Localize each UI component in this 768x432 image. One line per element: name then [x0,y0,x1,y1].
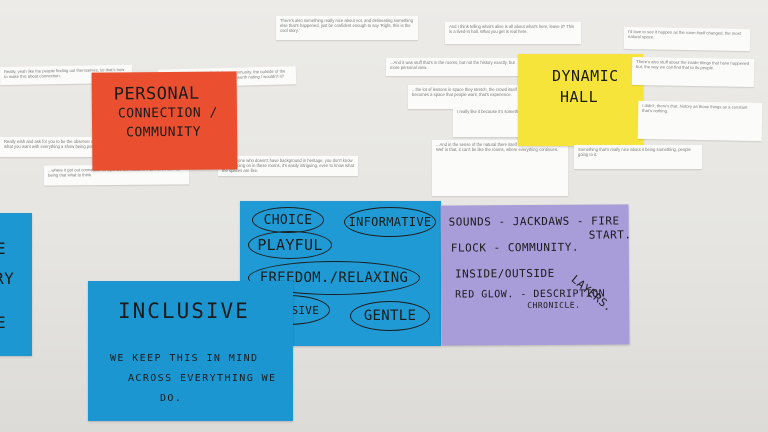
quote-strip: Something that's really nice about it be… [574,145,702,169]
quote-strip: There's also something really nice about… [276,16,418,40]
quality-oval: CHOICE [252,207,324,233]
partial-blue-card: E RY E [0,213,32,356]
sounds-card: SOUNDS - JACKDAWS - FIRE START. FLOCK - … [440,204,632,346]
quote-strip: I'd love to see it happen as the room it… [623,26,751,52]
quote-strip: ...And it was stuff that's in the rooms,… [386,58,526,76]
card-text-line: E [0,313,7,332]
inclusive-card: INCLUSIVE WE KEEP THIS IN MIND ACROSS EV… [88,281,293,421]
quality-oval: GENTLE [350,301,430,331]
card-heading-line: PERSONAL [113,83,200,105]
personal-connection-card: PERSONAL CONNECTION / COMMUNITY [91,71,238,171]
quality-oval: INFORMATIVE [344,207,436,237]
card-text-line: RY [0,269,15,288]
card-heading-line: HALL [560,88,599,106]
card-text-line: RED GLOW. - DESCRIPTION [455,288,606,301]
card-heading-line: CONNECTION / [117,105,218,122]
card-text-line: ACROSS EVERYTHING WE [128,373,277,384]
card-text-line: SOUNDS - JACKDAWS - FIRE [448,214,620,229]
card-heading-line: DYNAMIC [552,67,619,85]
quote-strip: ...And in the sense of the natural there… [432,140,568,196]
quality-oval: PLAYFUL [248,231,332,259]
card-heading-line: COMMUNITY [126,124,202,141]
quote-strip: And I think telling what's alive is all … [445,22,581,44]
quote-strip: Or someone who doesn't have background i… [218,156,358,176]
card-text-line: START. [588,228,632,242]
quote-strip: I didn't, there's that, history as those… [637,100,763,142]
card-title: INCLUSIVE [118,299,250,323]
card-text-line: INSIDE/OUTSIDE [454,266,555,281]
quality-oval: FREEDOM./RELAXING [248,261,420,295]
card-text-line: FLOCK - COMMUNITY. [450,240,580,255]
card-text-line: WE KEEP THIS IN MIND [110,353,259,364]
quote-strip: ...the lot of lessons in space they stre… [408,85,528,109]
card-text-line: CHRONICLE. [527,300,581,311]
dynamic-hall-card: DYNAMIC HALL [518,54,643,146]
quote-strip: Really wish and ask for you to be the ob… [0,137,120,157]
quote-strip: There's also stuff about the inside thin… [631,56,755,88]
card-text-line: DO. [160,393,183,404]
card-text-line: E [0,239,7,258]
